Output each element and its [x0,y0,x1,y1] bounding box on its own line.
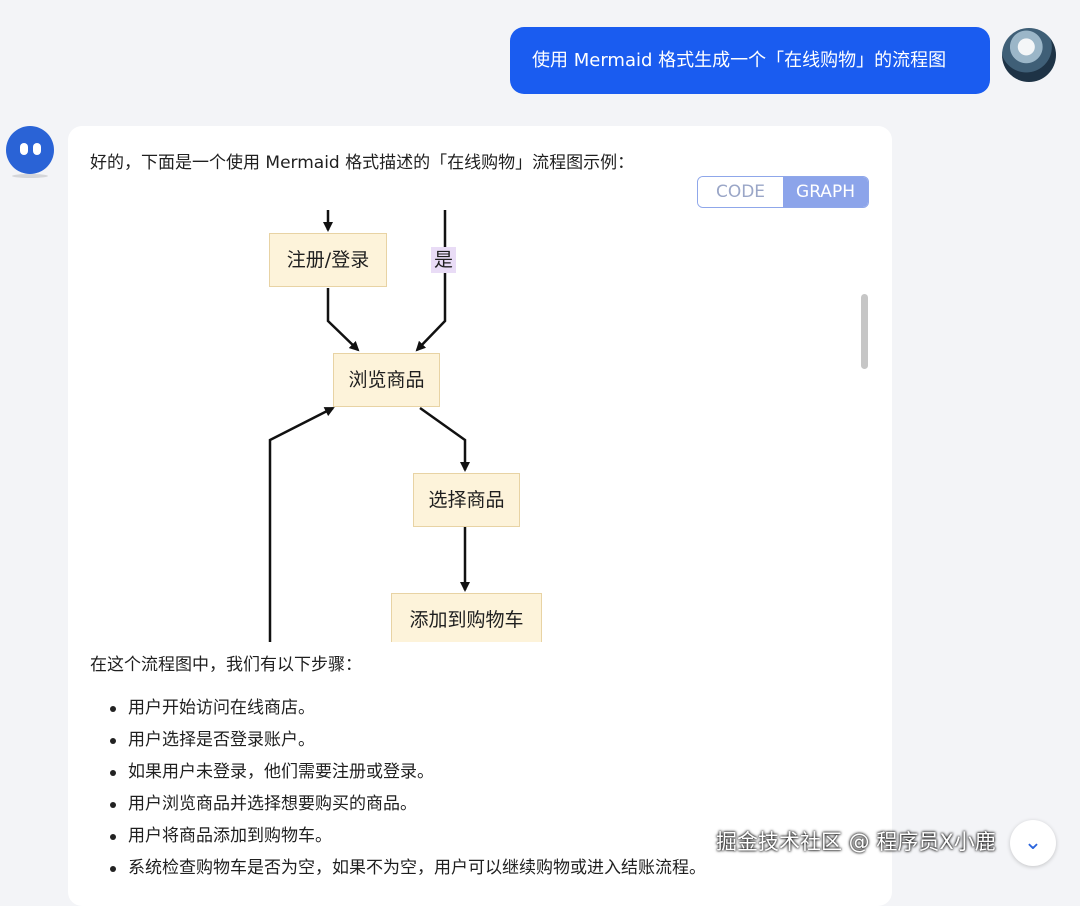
flow-node-register: 注册/登录 [269,233,387,287]
watermark-text: 掘金技术社区 @ 程序员X小鹿 [716,830,996,854]
list-item: 如果用户未登录，他们需要注册或登录。 [108,756,706,788]
flowchart-viewport[interactable]: 注册/登录 是 浏览商品 选择商品 添加到购物车 [68,210,892,642]
bot-avatar-shadow [12,174,48,178]
flow-edge-label-yes: 是 [431,247,457,273]
edge-yes-to-browse [415,210,447,352]
scroll-down-button[interactable]: ⌄ [1010,820,1056,866]
graph-tab[interactable]: GRAPH [783,177,868,207]
flow-node-browse: 浏览商品 [333,353,440,407]
edge-register-to-browse [326,288,360,352]
list-item: 用户选择是否登录账户。 [108,724,706,756]
bot-avatar [6,126,54,174]
list-item: 用户浏览商品并选择想要购买的商品。 [108,788,706,820]
flow-node-select: 选择商品 [413,473,520,527]
chevron-down-icon: ⌄ [1023,830,1043,855]
list-item: 用户开始访问在线商店。 [108,692,706,724]
assistant-message-card: 好的，下面是一个使用 Mermaid 格式描述的「在线购物」流程图示例： COD… [68,126,892,906]
user-message-bubble: 使用 Mermaid 格式生成一个「在线购物」的流程图 [510,27,990,94]
scrollbar-thumb[interactable] [861,294,868,369]
summary-text: 在这个流程图中，我们有以下步骤： [90,655,362,675]
wechat-icon [711,830,733,848]
steps-list: 用户开始访问在线商店。 用户选择是否登录账户。 如果用户未登录，他们需要注册或登… [108,692,706,884]
bot-eye-right [33,143,41,155]
list-item: 系统检查购物车是否为空，如果不为空，用户可以继续购物或进入结账流程。 [108,852,706,884]
flowchart-edges [268,210,470,642]
edge-loop-to-browse [268,406,335,642]
assistant-intro-text: 好的，下面是一个使用 Mermaid 格式描述的「在线购物」流程图示例： [90,153,635,173]
user-avatar [1002,28,1056,82]
list-item: 用户将商品添加到购物车。 [108,820,706,852]
view-toggle[interactable]: CODE GRAPH [697,176,869,208]
code-tab[interactable]: CODE [698,177,783,207]
bot-eye-left [20,143,28,155]
edge-browse-to-select [419,406,470,472]
flow-node-add-to-cart: 添加到购物车 [391,593,542,642]
